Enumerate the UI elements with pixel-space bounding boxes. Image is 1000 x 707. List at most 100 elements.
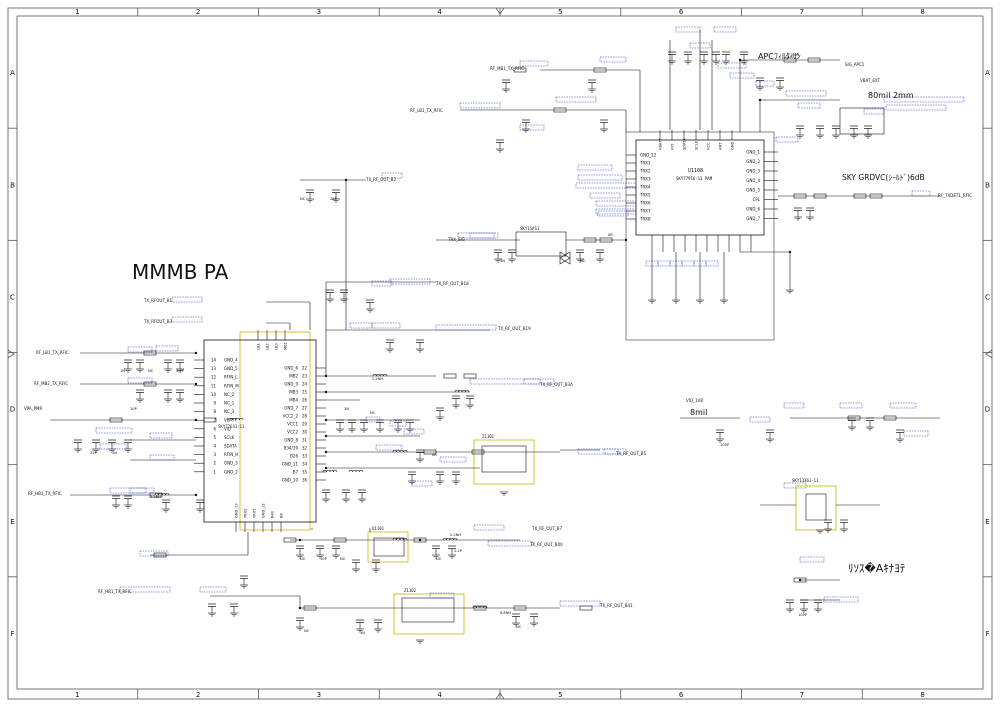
- pa-pin-name: VCC2_2: [283, 414, 299, 419]
- pa-part-label: SKY77643-11: [218, 424, 245, 429]
- pa-pin-name: GND_6: [284, 366, 298, 371]
- net-tag: [783, 402, 805, 409]
- net-tag: [823, 596, 859, 603]
- resistor: [583, 237, 597, 243]
- component-value: NC: [304, 629, 310, 633]
- component-value: NC: [148, 369, 154, 373]
- net-tag: [595, 200, 637, 207]
- sw-pin-name: GND_7: [746, 216, 760, 221]
- net-tag: [883, 96, 965, 103]
- net-tx-rfout-b3: TX_RFOUT_B3: [143, 319, 173, 324]
- pa-pin-num: 30: [302, 430, 308, 435]
- net-tag: [839, 402, 863, 409]
- net-vpa-left: VPA_PMR: [24, 406, 42, 411]
- net-tag: [349, 322, 373, 329]
- filter-z1101: Z1101: [473, 434, 535, 485]
- sw-pin-name: TRX4: [639, 185, 651, 190]
- component-value: 22P: [330, 197, 338, 201]
- pa-pin-name: MB3: [289, 390, 298, 395]
- net-tx-rf-out-b7: TX_RF_OUT_B7: [531, 526, 563, 531]
- pa-pin-num: 5: [213, 435, 216, 440]
- pa-pin-name: B7: [293, 470, 299, 475]
- net-tag: [129, 487, 155, 494]
- z1101-ref: Z1101: [482, 434, 495, 439]
- col-marker-top: 8: [920, 8, 924, 16]
- sw-pin-name: TRX3: [639, 177, 651, 182]
- net-tx-rf-out-b41: TX_RF_OUT_B41: [599, 603, 633, 608]
- sw-pin-name: TRX5: [639, 193, 651, 198]
- net-tag: [199, 586, 227, 593]
- net-tx-rf-out-b5: TX_RF_OUT_B5: [615, 451, 647, 456]
- net-tag: [797, 102, 821, 109]
- component-value: 22P: [90, 451, 98, 455]
- net-tag: [903, 430, 929, 437]
- resistor: [303, 605, 317, 611]
- col-marker-top: 4: [437, 8, 442, 16]
- pa-pin-name: NC_1: [224, 401, 235, 406]
- pa-pin-name: MB2: [289, 374, 298, 379]
- net-tag: [775, 136, 799, 143]
- pa-pin-name: RFIN_H: [224, 452, 238, 457]
- net-sig-apc1: SIG_APC1: [845, 62, 865, 67]
- component-value: 100P: [798, 613, 808, 617]
- net-tag: [885, 104, 947, 111]
- net-tag: [785, 90, 827, 97]
- component-value: NC: [580, 259, 586, 263]
- pa-pin-name: SDATA: [224, 444, 237, 449]
- pa-pin-num: 8: [213, 409, 216, 414]
- junction-dot: [798, 578, 802, 582]
- junction-dot: [738, 58, 742, 62]
- center-mark-bottom: [495, 692, 505, 700]
- pa-pin-num: 34: [302, 462, 308, 467]
- component-value: 1.2P: [454, 549, 463, 553]
- net-tag: [577, 164, 613, 171]
- net-tag: [429, 592, 455, 599]
- pa-top-pin-name: LB2: [266, 343, 270, 350]
- net-tag: [375, 444, 403, 451]
- pa-pin-num: 13: [211, 366, 217, 371]
- net-tag: [411, 480, 433, 487]
- row-marker-right: A: [985, 69, 990, 77]
- net-tag: [139, 550, 169, 557]
- row-marker-right: B: [985, 181, 990, 189]
- net-tag: [597, 210, 629, 217]
- net-tag: [863, 108, 885, 115]
- sw-pin-name: TRX1: [639, 161, 651, 166]
- pa-pin-num: 31: [302, 438, 308, 443]
- net-tag: [717, 62, 747, 69]
- net-tag: [171, 316, 203, 323]
- component-value: NC: [436, 557, 442, 561]
- filter-z1102: Z1102: [393, 588, 465, 635]
- net-tag: [127, 346, 153, 353]
- net-tag: [749, 416, 771, 423]
- resistor: [869, 193, 883, 199]
- resistor: [553, 107, 567, 113]
- resistor: [143, 381, 157, 387]
- pa-pin-num: 32: [302, 446, 308, 451]
- component-value: 1N: [120, 369, 125, 373]
- net-names: TX_RFOUT_B1 TX_RFOUT_B3 RF_LB1_TX_RFIC R…: [24, 62, 972, 608]
- inductor: [454, 390, 470, 393]
- coupler-block: SKY1SAS1: [515, 226, 567, 257]
- net-trx-sig: TRX_SIG: [447, 237, 465, 242]
- resistor: [593, 67, 607, 73]
- pa-pin-num: 22: [302, 366, 308, 371]
- component-value: 4.7P: [176, 369, 185, 373]
- resistor: [883, 415, 897, 421]
- component-value: 0R: [608, 233, 613, 237]
- pa-bottom-pin-name: GND_13: [235, 503, 239, 518]
- net-tag: [371, 322, 401, 329]
- resistor: [463, 373, 477, 379]
- inductor: [154, 493, 170, 496]
- row-marker-left: A: [10, 69, 15, 77]
- net-rf-hb1-bottom: RF_HB1_TX_RFIC: [98, 589, 132, 594]
- pa-pin-num: 11: [211, 383, 217, 388]
- net-tag: [705, 260, 719, 267]
- bottom-note: ﾘｿｽ�Aｷﾅﾖﾃ: [848, 562, 905, 575]
- inductor: [392, 450, 408, 453]
- net-tag: [523, 378, 555, 385]
- net-tag: [599, 56, 627, 63]
- net-tag: [365, 416, 381, 423]
